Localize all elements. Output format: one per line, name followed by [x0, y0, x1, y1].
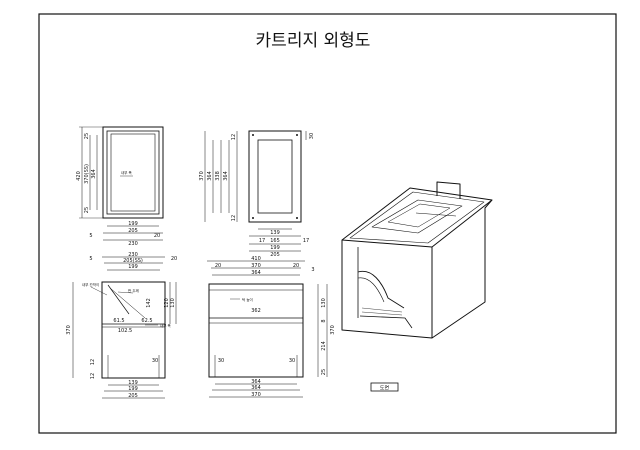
top-note: 내부 폭: [121, 170, 133, 175]
side-h120: 120: [164, 298, 170, 308]
front-w17b: 17: [303, 238, 309, 244]
top-width-230: 230: [128, 241, 138, 247]
drawing-stamp-box: [370, 382, 399, 392]
front-w17a: 17: [259, 238, 265, 244]
long-w370: 370: [251, 263, 261, 269]
front-h364: 364: [207, 171, 213, 181]
side-d61: 61.5: [113, 318, 124, 324]
long-bottom-w364: 364: [251, 379, 261, 385]
front-view: 370 364 338 364 12 12 30 139 17 165 17 1…: [199, 130, 315, 258]
long-w364: 364: [251, 270, 261, 276]
long-bottom-w364b: 364: [251, 385, 261, 391]
side-b12b: 12: [90, 373, 96, 379]
side-h370: 370: [66, 325, 72, 335]
front-h364b: 364: [223, 171, 229, 181]
side-b30: 30: [152, 358, 158, 364]
top-mid-height: 370(SS): [84, 164, 90, 184]
front-h338: 338: [215, 171, 221, 181]
top-outer-height: 420: [76, 171, 82, 181]
front-h370: 370: [199, 171, 205, 181]
side-h130: 130: [170, 298, 176, 308]
long-r3: 3: [311, 267, 314, 273]
front-right-30: 30: [309, 133, 315, 139]
long-r20: 20: [293, 263, 299, 269]
top-width-205: 205: [128, 228, 138, 234]
side-section-view: 230 205(SS) 199 5 20 370 120 130 142 내부 …: [66, 252, 177, 399]
long-h370: 370: [330, 325, 336, 335]
top-inner-height: 364: [91, 169, 97, 179]
top-view: 420 370(SS) 364 25 25 내부 폭 199 205 230 5…: [76, 126, 164, 247]
front-w199: 199: [270, 245, 280, 251]
long-note: 턱 높이: [242, 297, 253, 302]
isometric-view: [341, 181, 493, 339]
side-w205: 205(SS): [123, 258, 143, 264]
top-bottom-gap: 25: [84, 207, 90, 213]
top-top-gap: 25: [84, 133, 90, 139]
side-bottom-w205: 205: [128, 393, 138, 399]
long-h25: 25: [321, 369, 327, 375]
side-w230: 230: [128, 252, 138, 258]
drawing-title: 카트리지 외형도: [256, 31, 371, 51]
side-bottom-w199: 199: [128, 386, 138, 392]
front-w139: 139: [270, 230, 280, 236]
long-b30a: 30: [218, 358, 224, 364]
front-w205: 205: [270, 252, 280, 258]
long-b30b: 30: [289, 358, 295, 364]
long-h8: 8: [321, 319, 327, 322]
long-w410: 410: [251, 256, 261, 262]
long-bottom-w370: 370: [251, 392, 261, 398]
long-l20: 20: [215, 263, 221, 269]
side-d1025: 102.5: [118, 328, 132, 334]
long-h214: 214: [321, 341, 327, 351]
top-left-5: 5: [89, 233, 92, 239]
side-h142: 142: [146, 298, 152, 308]
side-w199: 199: [128, 264, 138, 270]
side-left5: 5: [89, 256, 92, 262]
long-side-view: 410 370 364 20 20 3 턱 높이 362 130 8 214 2…: [207, 256, 336, 398]
long-w362: 362: [251, 308, 261, 314]
side-d62: 62.5: [141, 318, 152, 324]
side-b12a: 12: [90, 359, 96, 365]
side-bottom-w139: 139: [128, 380, 138, 386]
top-right-20: 20: [154, 233, 160, 239]
top-width-199: 199: [128, 221, 138, 227]
front-top-12: 12: [231, 134, 237, 140]
drawing-stamp-label: 도면: [380, 385, 390, 392]
side-note-partition: 내부 칸막이: [82, 282, 99, 287]
long-h130: 130: [321, 298, 327, 308]
sheet-border: [38, 13, 617, 434]
side-note-thickness: 판 두께: [128, 288, 139, 293]
side-right20: 20: [171, 256, 177, 262]
front-w165: 165: [270, 238, 280, 244]
side-note-inner: 내부 폭: [160, 323, 172, 328]
front-bottom-12: 12: [231, 215, 237, 221]
